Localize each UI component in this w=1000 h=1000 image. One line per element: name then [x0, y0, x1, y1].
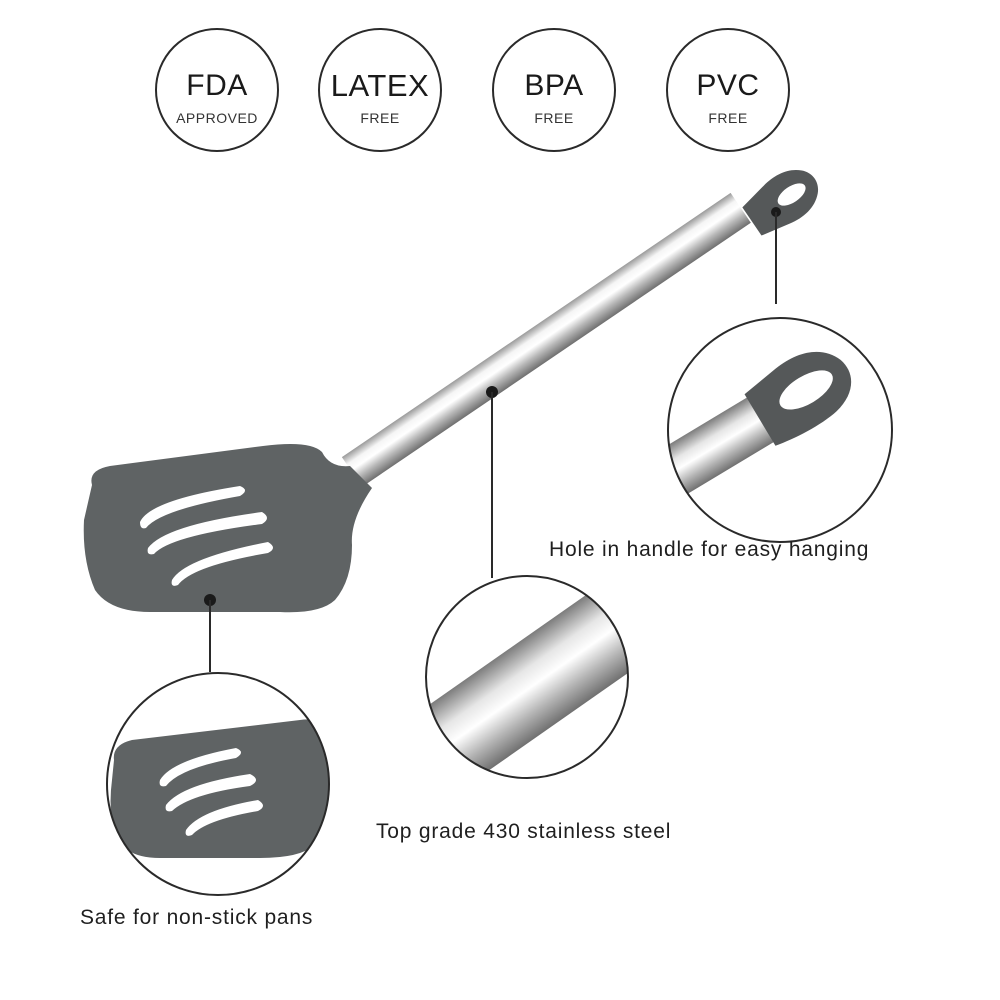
- badge-title: LATEX: [330, 68, 430, 103]
- spatula-handle: [341, 192, 751, 487]
- badge-title: BPA: [524, 69, 584, 102]
- callout-hole: [771, 207, 781, 304]
- callout-steel: [486, 386, 498, 578]
- zoom-circle-spatula-head: [106, 672, 330, 896]
- badge-title: FDA: [186, 69, 248, 102]
- badge-subtitle: APPROVED: [176, 110, 258, 126]
- zoom-circle-stainless-steel: [425, 575, 629, 779]
- badge-subtitle: FREE: [534, 110, 574, 126]
- badge-subtitle: FREE: [360, 110, 400, 126]
- spatula-head: [83, 444, 372, 613]
- badge-subtitle: FREE: [708, 110, 748, 126]
- caption-hanging-hole: Hole in handle for easy hanging: [549, 538, 870, 561]
- zoom-circle-hanging-hole: [667, 317, 893, 543]
- latex-free-badge: LATEX FREE: [318, 28, 442, 152]
- caption-stainless-steel: Top grade 430 stainless steel: [376, 820, 672, 843]
- badge-title: PVC: [696, 69, 760, 102]
- callout-head: [204, 594, 216, 672]
- fda-approved-badge: FDA APPROVED: [155, 28, 279, 152]
- pvc-free-badge: PVC FREE: [666, 28, 790, 152]
- bpa-free-badge: BPA FREE: [492, 28, 616, 152]
- hanging-loop: [742, 169, 819, 236]
- caption-non-stick-pans: Safe for non-stick pans: [80, 906, 314, 929]
